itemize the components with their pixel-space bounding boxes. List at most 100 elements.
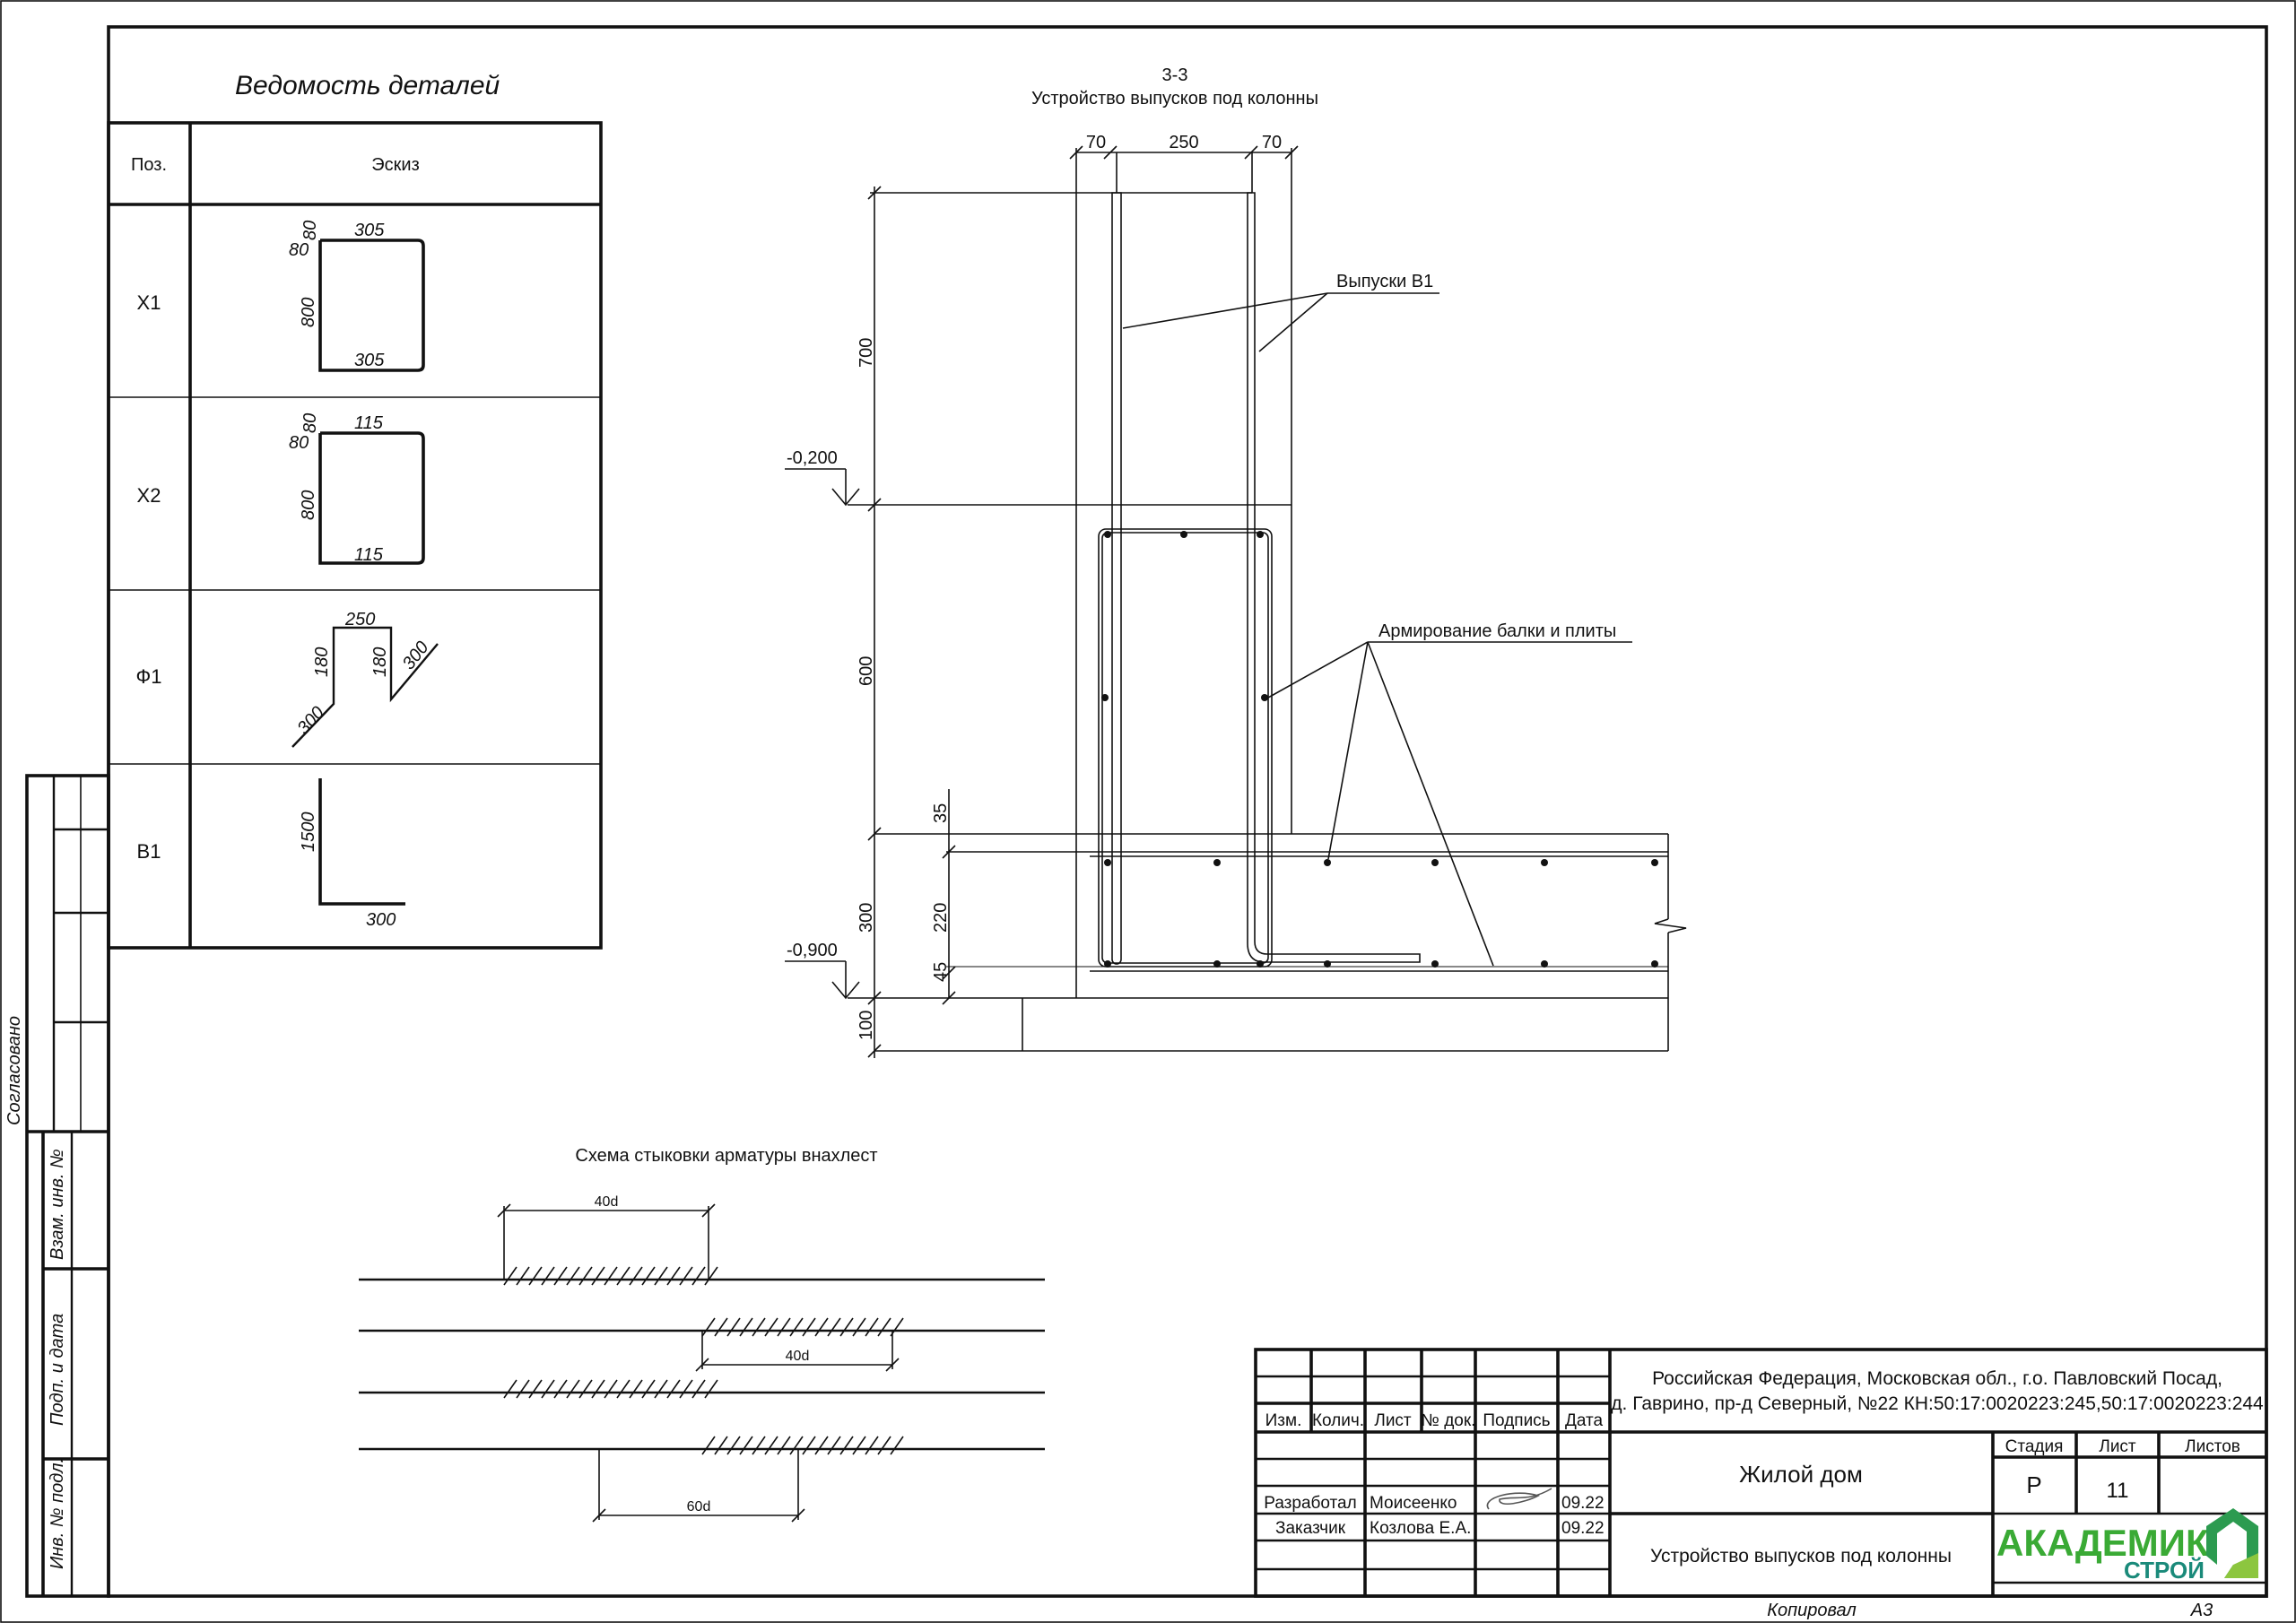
- address-line-2: д. Гаврино, пр-д Северный, №22 КН:50:17:…: [1611, 1393, 2264, 1414]
- lap-hatch: [516, 1266, 530, 1286]
- format-label: А3: [2190, 1601, 2213, 1620]
- lap-hatch: [691, 1266, 706, 1286]
- section-mark: 3-3: [1162, 65, 1188, 85]
- lap-hatch: [827, 1436, 841, 1455]
- lap-hatch: [764, 1317, 778, 1337]
- svg-text:300: 300: [399, 638, 433, 673]
- rebar-dot: [1101, 694, 1109, 701]
- lap-hatch: [704, 1266, 718, 1286]
- lap-hatch: [827, 1317, 841, 1337]
- lap-hatch: [777, 1436, 791, 1455]
- dim-top-70-right: 70: [1262, 133, 1282, 152]
- lap-hatch: [764, 1436, 778, 1455]
- rebar-dot: [1431, 859, 1439, 866]
- dim-100: 100: [857, 1011, 876, 1040]
- svg-text:1500: 1500: [299, 812, 318, 853]
- lap-hatch: [541, 1379, 555, 1399]
- lap-hatch: [701, 1317, 716, 1337]
- dim-220: 220: [931, 903, 951, 933]
- svg-text:80: 80: [300, 413, 320, 433]
- sketch-f1: 250 180 180 300 300: [291, 610, 439, 748]
- date-customer: 09.22: [1561, 1519, 1605, 1538]
- svg-text:80: 80: [289, 240, 309, 260]
- lap-hatch: [777, 1317, 791, 1337]
- rebar-dot: [1541, 859, 1548, 866]
- house-icon: [2206, 1508, 2258, 1578]
- lap-hatch: [852, 1436, 866, 1455]
- lap-hatch: [704, 1379, 718, 1399]
- leader-starter-bars: Выпуски В1: [1336, 272, 1433, 291]
- header-signature: Подпись: [1483, 1411, 1550, 1430]
- level-mark-upper: [785, 468, 860, 507]
- address-line-1: Российская Федерация, Московская обл., г…: [1652, 1368, 2222, 1389]
- sheet-label: Лист: [2099, 1437, 2136, 1456]
- lap-hatch: [528, 1379, 543, 1399]
- rebar-dot: [1651, 859, 1658, 866]
- lap-hatch: [877, 1436, 891, 1455]
- dim-45: 45: [931, 962, 951, 982]
- copied-label: Копировал: [1767, 1601, 1856, 1620]
- lap-hatch: [802, 1436, 816, 1455]
- dim-600: 600: [857, 656, 876, 686]
- stage-value: Р: [2026, 1471, 2041, 1498]
- svg-text:80: 80: [289, 433, 309, 453]
- lap-hatch: [578, 1379, 593, 1399]
- lap-hatch: [814, 1436, 829, 1455]
- lap-hatch: [752, 1436, 766, 1455]
- rebar-dot: [1180, 531, 1187, 538]
- leader-reinforcement: Армирование балки и плиты: [1378, 621, 1616, 641]
- lap-hatch: [752, 1317, 766, 1337]
- stage-label: Стадия: [2005, 1437, 2064, 1456]
- lap-title: Схема стыковки арматуры внахлест: [575, 1146, 877, 1166]
- sheets-label: Листов: [2185, 1437, 2240, 1456]
- header-sketch: Эскиз: [371, 155, 419, 175]
- rebar-dot: [1651, 960, 1658, 968]
- starter-bars-b1: [1111, 192, 1421, 965]
- rebar-dot: [1213, 960, 1221, 968]
- role-developer: Разработал: [1264, 1494, 1356, 1513]
- lap-dim-1: 40d: [595, 1194, 619, 1210]
- lap-hatch: [852, 1317, 866, 1337]
- company-logo: АКАДЕМИК СТРОЙ: [1996, 1508, 2258, 1584]
- lap-hatch: [566, 1379, 580, 1399]
- side-stamp: Согласовано Взам. инв. № Подп. и дата Ин…: [4, 774, 110, 1598]
- svg-text:250: 250: [344, 610, 375, 629]
- replaced-inv-label: Взам. инв. №: [48, 1149, 67, 1260]
- svg-text:115: 115: [354, 545, 384, 565]
- name-customer: Козлова Е.А.: [1370, 1519, 1471, 1538]
- dim-700: 700: [857, 338, 876, 368]
- lap-dim-3: 60d: [687, 1499, 711, 1515]
- svg-text:115: 115: [354, 413, 384, 433]
- title-block: Изм. Колич. Лист № док. Подпись Дата Раз…: [1254, 1348, 2268, 1620]
- svg-text:300: 300: [366, 910, 396, 930]
- lap-hatch: [701, 1436, 716, 1455]
- sheet-title: Устройство выпусков под колонны: [1650, 1546, 1952, 1567]
- original-inv-label: Инв. № подл.: [48, 1458, 67, 1569]
- rebar-dot: [1104, 531, 1111, 538]
- agreed-label: Согласовано: [4, 1016, 24, 1125]
- lap-hatch: [541, 1266, 555, 1286]
- row-pos-x1: Х1: [137, 291, 161, 314]
- object-name: Жилой дом: [1739, 1461, 1863, 1488]
- lap-hatch: [714, 1317, 728, 1337]
- lap-hatch: [814, 1317, 829, 1337]
- rebar-dot: [1104, 960, 1111, 968]
- dim-35: 35: [931, 803, 951, 823]
- lap-hatch: [566, 1266, 580, 1286]
- lap-hatch: [553, 1379, 568, 1399]
- lap-hatch: [591, 1266, 605, 1286]
- sketch-b1: 1500 300: [299, 778, 405, 930]
- svg-text:АКАДЕМИК: АКАДЕМИК: [1996, 1522, 2209, 1564]
- lap-hatch: [865, 1317, 879, 1337]
- dim-top-250: 250: [1169, 133, 1198, 152]
- rebar-dot: [1324, 859, 1331, 866]
- lap-hatch: [616, 1266, 631, 1286]
- rebar-dot: [1213, 859, 1221, 866]
- lap-hatch: [839, 1317, 854, 1337]
- lap-hatch: [516, 1379, 530, 1399]
- rebar-dot: [1324, 960, 1331, 968]
- svg-text:80: 80: [300, 221, 320, 240]
- lap-dim-2: 40d: [786, 1349, 810, 1364]
- svg-text:305: 305: [354, 221, 385, 240]
